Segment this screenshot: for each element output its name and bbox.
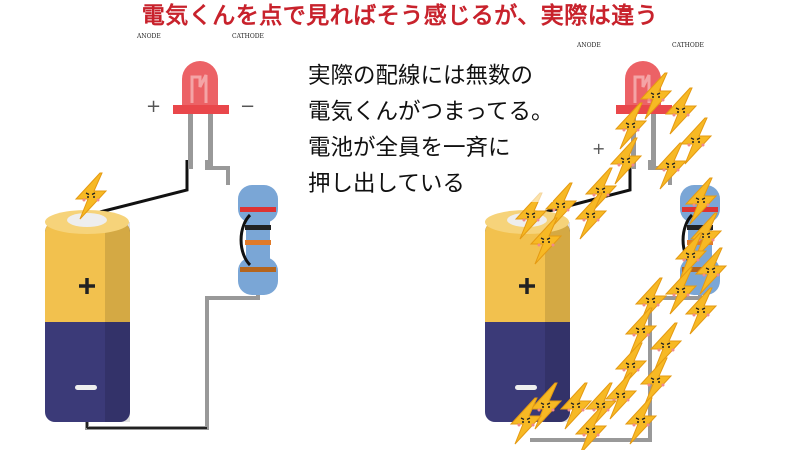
note-line: 電池が全員を一斉に (308, 135, 511, 161)
plus-sign: + (592, 139, 606, 158)
battery (43, 208, 132, 424)
electricity-character-icon (610, 137, 642, 185)
electricity-character-icon (680, 117, 712, 165)
minus-sign: − (240, 96, 256, 117)
plus-sign: + (146, 96, 162, 117)
slide-title: 電気くんを点で見ればそう感じるが、実際は違う (141, 3, 659, 29)
resistor (236, 183, 280, 297)
right-circuit (483, 59, 727, 450)
anode-label: ANODE (577, 42, 601, 49)
cathode-label: CATHODE (672, 42, 704, 49)
note-line: 電気くんがつまってる。 (308, 99, 554, 125)
cathode-label: CATHODE (232, 33, 264, 40)
electricity-character-icon (615, 342, 647, 390)
electricity-character-icon (605, 372, 637, 420)
note-line: 押し出している (308, 171, 465, 197)
electricity-character-icon (640, 357, 672, 405)
led (171, 59, 231, 171)
explanation-text: 実際の配線には無数の 電気くんがつまってる。 電池が全員を一斉に 押し出している (308, 58, 554, 202)
left-circuit (43, 59, 280, 430)
anode-label: ANODE (137, 33, 161, 40)
electricity-character-icon (665, 87, 697, 135)
battery (483, 208, 572, 424)
electricity-character-icon (650, 322, 682, 370)
note-line: 実際の配線には無数の (308, 63, 534, 89)
